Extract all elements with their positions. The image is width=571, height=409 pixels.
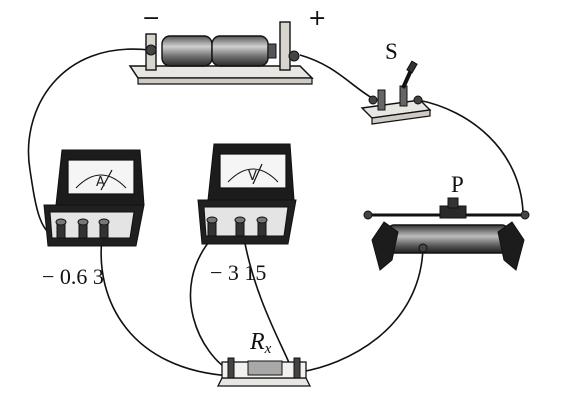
ammeter-terminals xyxy=(55,218,110,239)
wire-battery-to-switch xyxy=(299,54,373,99)
resistor-rx xyxy=(216,357,312,387)
switch xyxy=(360,60,432,125)
battery xyxy=(128,21,314,85)
rheostat xyxy=(363,197,530,271)
resistor-label-main: R xyxy=(250,329,265,355)
ammeter-terminals-label: − 0.6 3 xyxy=(42,264,104,289)
resistor-label-sub: x xyxy=(264,341,272,357)
wire-rheostat-to-resistor xyxy=(299,247,424,373)
switch-label: S xyxy=(385,39,398,64)
voltmeter-terminals-label: − 3 15 xyxy=(210,260,267,285)
slider-label: P xyxy=(451,172,464,197)
voltmeter-symbol: V xyxy=(248,169,257,184)
wire-battery-to-ammeter xyxy=(27,48,151,239)
ammeter-symbol: A xyxy=(96,175,105,190)
wire-switch-to-rheostat xyxy=(417,99,524,213)
resistor-label: Rx xyxy=(250,330,271,357)
voltmeter: V xyxy=(197,143,297,245)
battery-positive-label: + xyxy=(308,6,327,31)
wire-voltmeter-minus-to-resistor xyxy=(189,237,233,373)
ammeter: A xyxy=(43,149,145,247)
wire-ammeter-to-resistor xyxy=(100,237,233,377)
wires xyxy=(27,48,524,377)
battery-negative-label: − xyxy=(142,6,161,31)
voltmeter-terminals xyxy=(206,216,268,237)
